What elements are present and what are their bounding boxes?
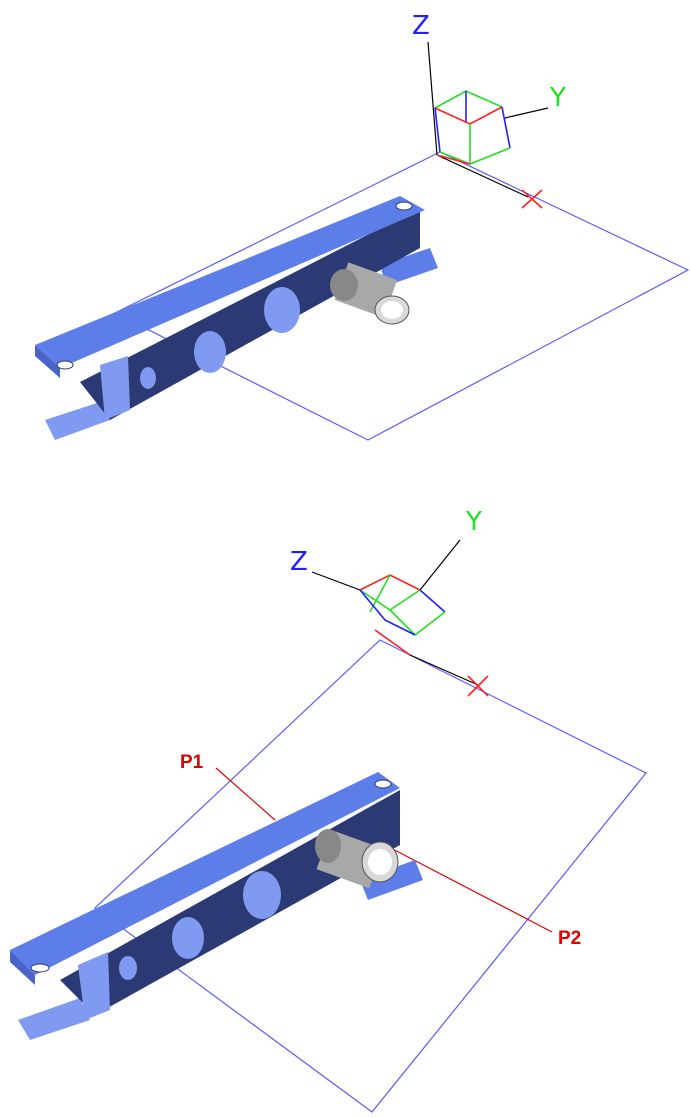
top-z-axis-line xyxy=(427,41,438,156)
bottom-z-axis-line xyxy=(311,571,361,591)
p2-line xyxy=(384,844,553,933)
bottom-y-label: Y xyxy=(465,507,482,537)
bottom-bracket-part xyxy=(10,772,423,1040)
top-x-axis-line xyxy=(436,154,529,198)
top-bracket-part xyxy=(35,196,438,440)
top-y-axis-line xyxy=(504,107,549,119)
p2-label: P2 xyxy=(558,928,581,949)
top-x-marker xyxy=(521,189,543,209)
top-view: Z Y xyxy=(35,11,690,441)
bottom-axis-cube xyxy=(359,574,446,656)
bottom-z-label: Z xyxy=(290,547,308,577)
bottom-x-marker xyxy=(467,675,489,697)
top-axis-cube xyxy=(434,90,511,165)
top-z-label: Z xyxy=(412,11,430,41)
bottom-view: Y Z P1 P2 xyxy=(10,507,647,1113)
p1-label: P1 xyxy=(180,752,204,773)
bottom-y-axis-line xyxy=(419,539,461,591)
p1-leader-line xyxy=(215,767,276,821)
top-work-plane xyxy=(113,151,690,441)
bottom-work-plane xyxy=(94,639,647,1113)
bottom-x-axis-line xyxy=(409,654,479,686)
top-y-label: Y xyxy=(549,83,566,113)
